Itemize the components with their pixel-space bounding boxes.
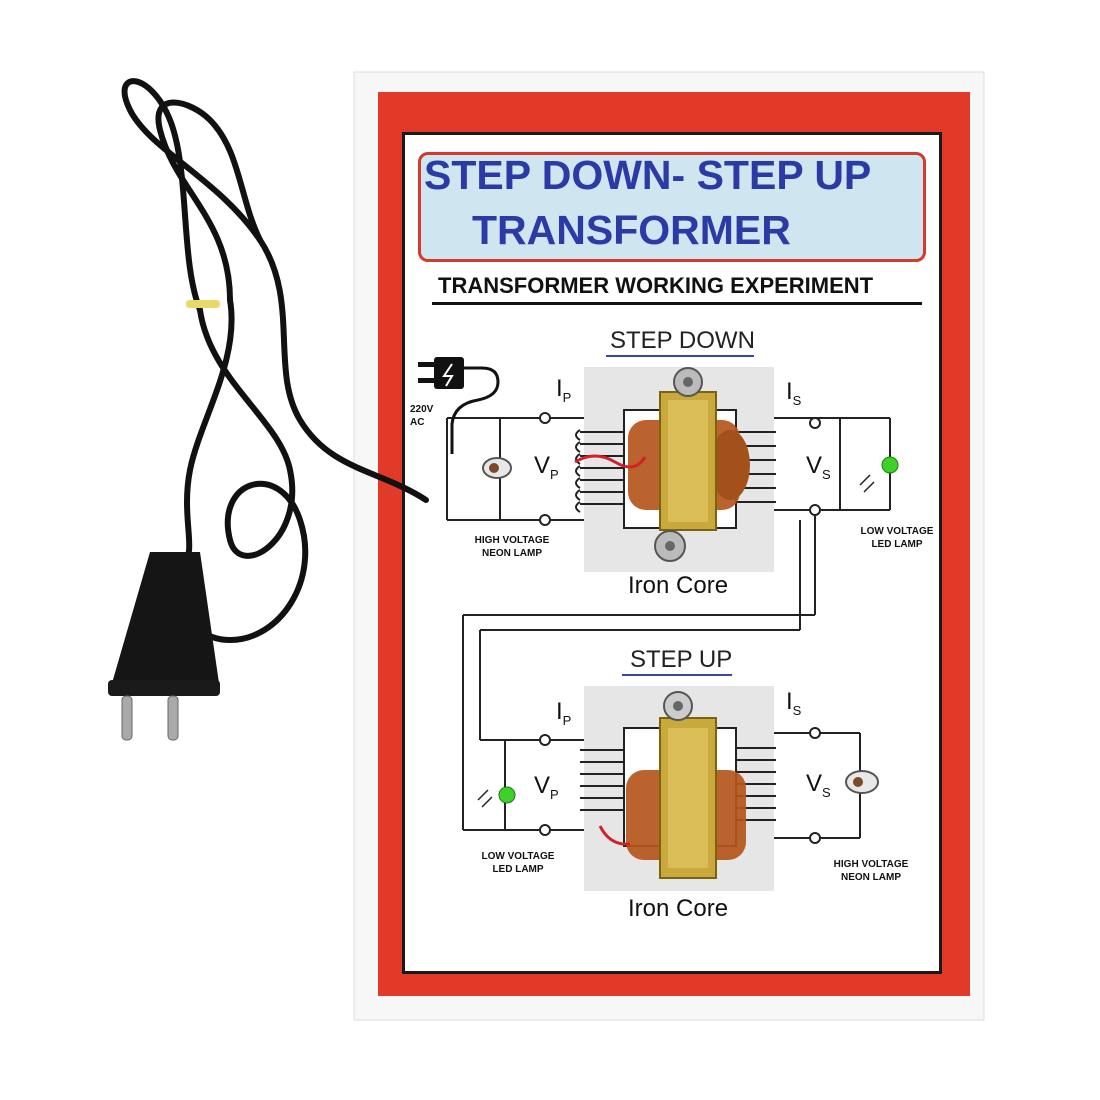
supply-voltage: 220V xyxy=(410,404,434,415)
step-down-vs: VS xyxy=(806,452,831,482)
subtitle: TRANSFORMER WORKING EXPERIMENT xyxy=(438,273,874,298)
step-up-core-label: Iron Core xyxy=(628,895,729,922)
power-plug xyxy=(108,552,220,741)
step-down-led xyxy=(881,456,899,474)
title-line-1: STEP DOWN- STEP UP xyxy=(424,152,872,198)
step-up-ip: IP xyxy=(556,698,572,728)
supply-label: 220V AC xyxy=(410,403,433,429)
step-up-led xyxy=(498,786,516,804)
supply-type: AC xyxy=(410,417,425,428)
step-down-heading: STEP DOWN xyxy=(610,327,755,354)
power-cable xyxy=(121,78,429,644)
step-up-is: IS xyxy=(786,688,802,718)
title-box xyxy=(418,152,926,262)
step-up-vs: VS xyxy=(806,770,831,800)
step-up-underline xyxy=(622,674,732,676)
step-up-vp: VP xyxy=(534,772,559,802)
step-down-vp: VP xyxy=(534,452,559,482)
step-down-is: IS xyxy=(786,378,802,408)
step-down-core-label: Iron Core xyxy=(628,572,729,599)
step-down-ip: IP xyxy=(556,375,572,405)
title-line-2: TRANSFORMER xyxy=(472,207,791,253)
subtitle-underline xyxy=(432,302,922,305)
step-down-underline xyxy=(606,355,754,357)
step-up-heading: STEP UP xyxy=(630,646,733,673)
plug-icon-drawing xyxy=(418,357,500,454)
